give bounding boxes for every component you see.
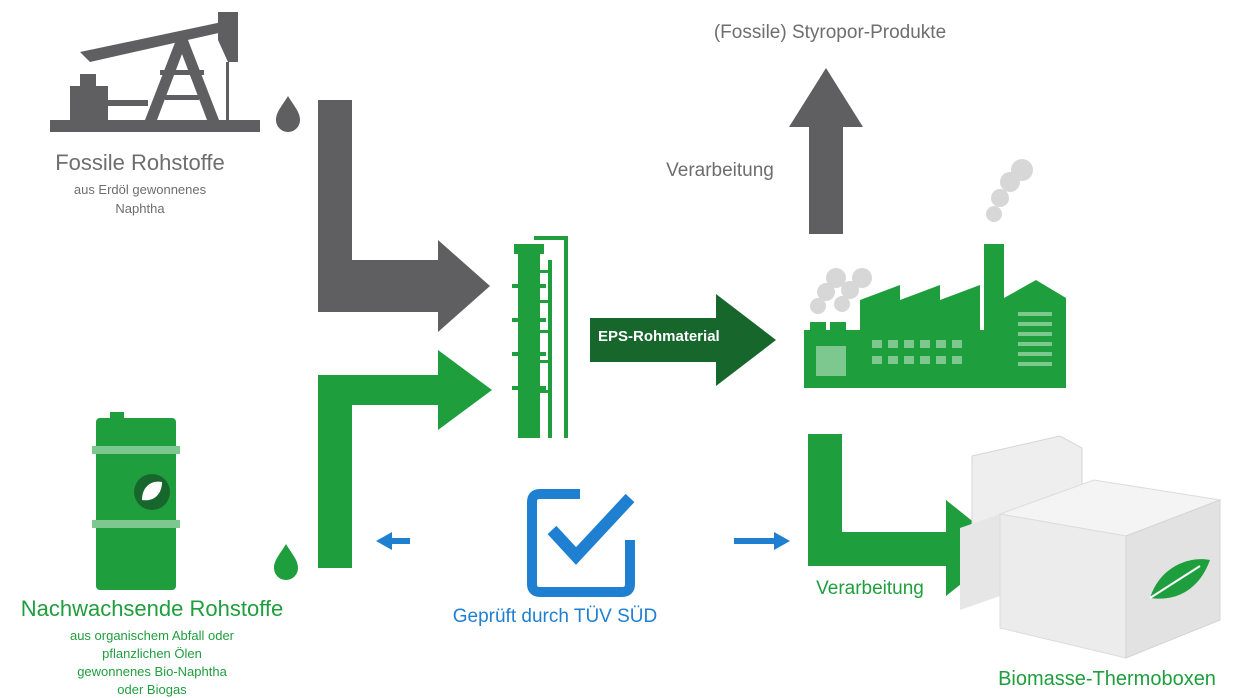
product-flow-arrow <box>808 434 1006 596</box>
renewable-flow-arrow <box>318 350 492 568</box>
pumpjack-icon <box>50 12 260 132</box>
fossil-raw-materials-title: Fossile Rohstoffe <box>55 150 225 175</box>
eps-arrow <box>590 294 776 386</box>
renewable-subtitle-line1: aus organischem Abfall oder <box>69 628 235 643</box>
oil-drop-icon <box>276 96 300 132</box>
distillation-column-icon <box>512 236 568 438</box>
fossil-products-label: (Fossile) Styropor-Produkte <box>713 22 947 43</box>
fossil-flow-arrow <box>318 100 490 332</box>
factory-icon <box>804 159 1066 388</box>
fossil-subtitle-line1: aus Erdöl gewonnenes <box>73 182 207 197</box>
arrow-left-icon <box>376 532 410 550</box>
leaf-icon <box>142 481 162 501</box>
bio-drop-icon <box>274 544 298 580</box>
biomass-boxes-label: Biomasse-Thermoboxen <box>998 668 1216 690</box>
renewable-subtitle-line4: oder Biogas <box>117 682 187 697</box>
checkbox-check-icon <box>527 489 635 597</box>
processing-arrow-up <box>789 68 863 234</box>
processing-bottom-label: Verarbeitung <box>816 578 924 599</box>
arrow-right-icon <box>734 532 790 550</box>
styrofoam-box-icon <box>960 435 1222 659</box>
bio-barrel-icon <box>92 412 180 590</box>
eps-raw-material-label: EPS-Rohmaterial <box>598 328 720 345</box>
renewable-subtitle-line3: gewonnenes Bio-Naphtha <box>77 664 227 679</box>
renewable-subtitle-line2: pflanzlichen Ölen <box>102 646 202 661</box>
renewable-raw-materials-title: Nachwachsende Rohstoffe <box>20 596 284 621</box>
processing-top-label: Verarbeitung <box>666 160 774 181</box>
certification-label: Geprüft durch TÜV SÜD <box>452 606 658 627</box>
fossil-subtitle-line2: Naphtha <box>115 201 165 216</box>
